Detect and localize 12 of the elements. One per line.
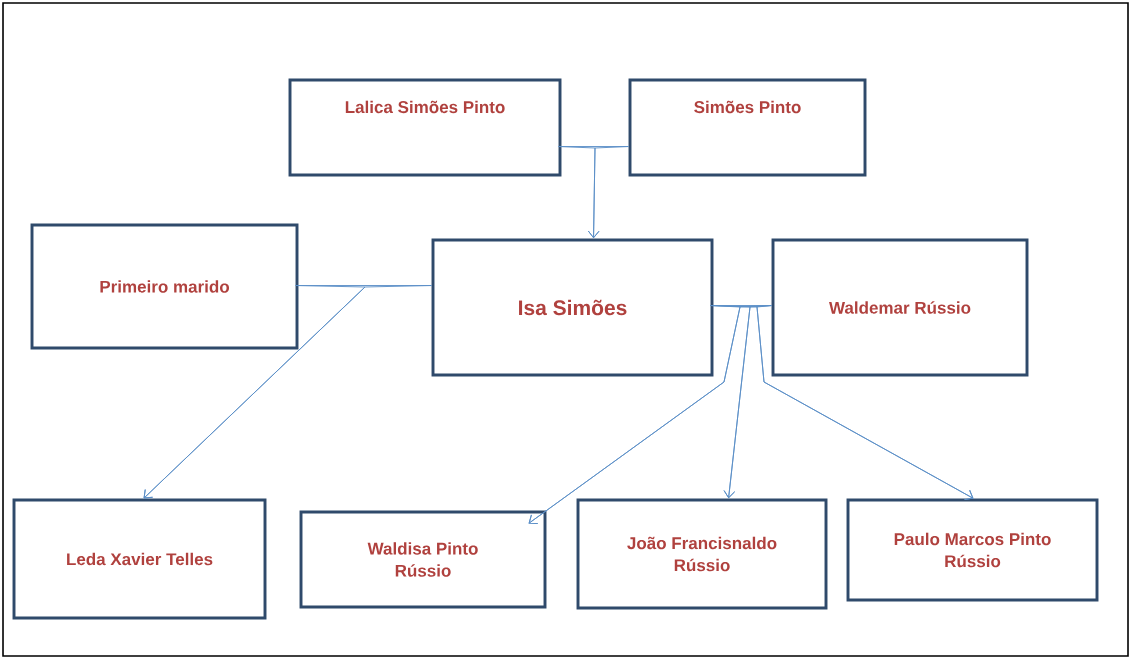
person-box: Simões Pinto	[628, 78, 867, 177]
connector	[587, 146, 629, 239]
person-box: João Francisnaldo Rússio	[576, 498, 828, 610]
person-box: Lalica Simões Pinto	[288, 78, 562, 177]
person-box: Primeiro marido	[30, 223, 299, 350]
connector	[143, 285, 432, 499]
person-box: Isa Simões	[431, 238, 714, 377]
connector	[756, 305, 974, 501]
person-box: Leda Xavier Telles	[12, 498, 267, 620]
person-box: Waldisa Pinto Rússio	[299, 510, 547, 609]
person-box: Waldemar Rússio	[771, 238, 1029, 377]
person-box: Paulo Marcos Pinto Rússio	[846, 498, 1099, 602]
